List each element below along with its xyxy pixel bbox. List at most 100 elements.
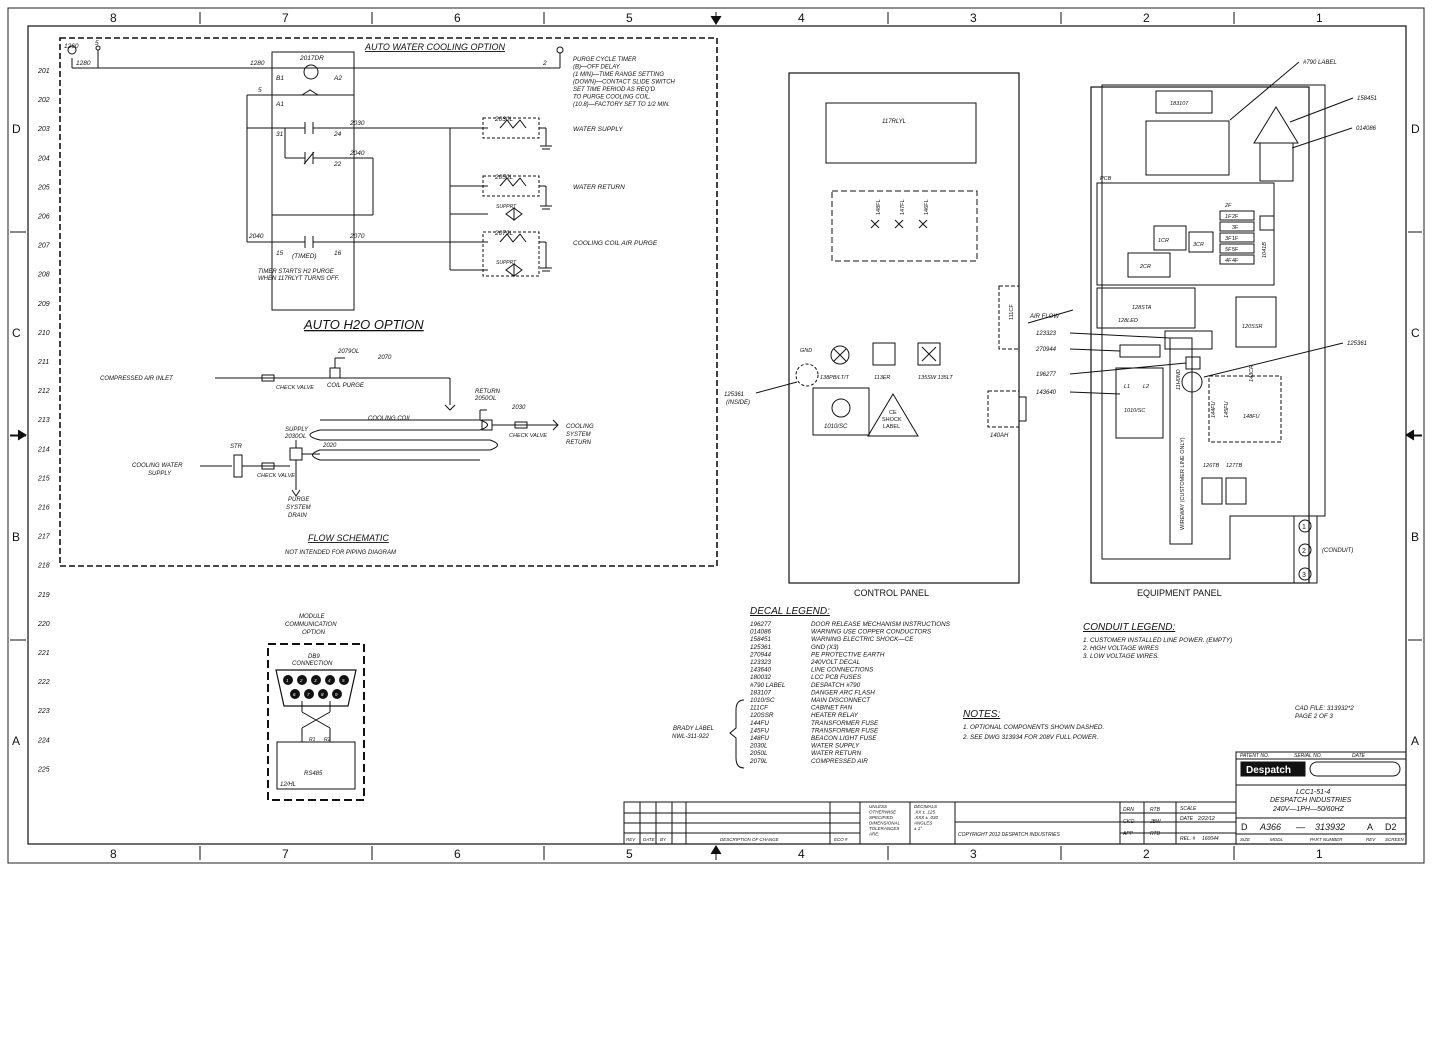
shock-triangle-icon [1253, 106, 1299, 144]
decal-description: WARNING ELECTRIC SHOCK—CE [811, 636, 914, 643]
pcb-fuse-label: 5F [1232, 247, 1239, 253]
wireway-label: WIREWAY (CUSTOMER LINE ONLY) [1180, 437, 1186, 530]
line-number: 218 [37, 563, 50, 570]
fuse-cross-icon [870, 219, 880, 229]
decal-description: WATER RETURN [811, 750, 862, 757]
cooling-water-2: SUPPLY [148, 471, 172, 477]
ssr-120 [1235, 296, 1277, 348]
size: D [1241, 822, 1248, 832]
model: LCC1-51-4 [1296, 789, 1330, 796]
line-number: 205 [37, 184, 50, 191]
lamp-135 [917, 342, 941, 366]
conduit-legend-title: CONDUIT LEGEND: [1083, 622, 1175, 633]
decal-description: HEATER RELAY [811, 712, 859, 719]
decal-description: TRANSFORMER FUSE [811, 727, 879, 734]
conduit-circle [1298, 567, 1312, 581]
equipment-callout: 158451 [1357, 96, 1377, 102]
decal-description: WATER SUPPLY [811, 743, 860, 750]
line-number: 202 [37, 97, 50, 104]
conduit-number: 2 [1302, 548, 1306, 555]
module-id: 12/HL [280, 782, 296, 788]
decal-description: GND (X3) [811, 644, 839, 651]
wire-r1: R1 [309, 737, 316, 743]
disconnect-knob [831, 398, 851, 418]
db9-pin-label: 2 [299, 678, 303, 683]
rs485-label: RS485 [304, 771, 323, 777]
disconnect-label: 1010/SC [824, 424, 848, 430]
callout-leader [1291, 127, 1353, 149]
relay-3cr [1188, 231, 1214, 253]
flow-piping [200, 357, 559, 497]
equipment-part-label: 1010/SC [1124, 408, 1145, 414]
panel-display [825, 102, 977, 164]
line-number: 224 [37, 737, 50, 744]
line-number: 211 [37, 359, 49, 366]
dash: — [1295, 822, 1306, 832]
check-valve-label-c: CHECK VALVE [257, 473, 295, 479]
module-title-2: COMMUNICATION [285, 622, 337, 628]
water-supply-label: WATER SUPPLY [573, 126, 623, 133]
fuse-label: 146FL [924, 199, 930, 215]
decal-part-number: 148FU [750, 735, 769, 742]
conduit-circle [1298, 543, 1312, 557]
db9-pin [283, 675, 293, 685]
tolerances: UNLESSOTHERWISESPECIFIEDDIMENSIONALTOLER… [868, 804, 901, 837]
equipment-part-label: 144FU [1211, 401, 1217, 418]
column-label-bottom: 2 [1143, 847, 1150, 861]
conduit-legend-item: 1. CUSTOMER INSTALLED LINE POWER. (EMPTY… [1083, 637, 1232, 644]
wire-1280-a: 1280 [76, 60, 91, 67]
row-label-right: C [1411, 326, 1420, 340]
callout-leader [1069, 348, 1121, 352]
line-number: 215 [37, 475, 50, 482]
wire-2040-b: 2040 [248, 233, 264, 240]
decal-part-number: 1010/SC [750, 697, 775, 704]
footer-label: PART NUMBER [1310, 837, 1343, 842]
lamp-138 [830, 345, 850, 365]
callout-leader [1069, 362, 1187, 375]
decal-legend-title: DECAL LEGEND: [750, 606, 830, 617]
db9-pin [325, 675, 335, 685]
sign-initials: RTB [1150, 807, 1161, 813]
airflow-arrow [1027, 309, 1074, 324]
side-fan [998, 285, 1020, 350]
line-number: 203 [37, 126, 50, 133]
line-number: 221 [37, 650, 50, 657]
pcb-fuse [1219, 210, 1255, 221]
decal-description: CABINET FAN [811, 705, 853, 712]
equipment-part-label: 127TB [1226, 463, 1243, 469]
purge-note-line: (1 MIN)—TIME RANGE SETTING [573, 72, 664, 78]
equipment-part-label: 128LED [1118, 318, 1138, 324]
db9-pin-label: 3 [314, 678, 317, 683]
note-item: 1. OPTIONAL COMPONENTS SHOWN DASHED. [963, 724, 1104, 731]
decal-part-number: #790 LABEL [750, 682, 786, 689]
wire-5: 5 [258, 87, 262, 94]
db9-shell [275, 669, 357, 707]
pcb-fuse-label: 4F [1232, 258, 1239, 264]
pin-16: 16 [334, 250, 342, 257]
equipment-part-label: 145FU [1224, 401, 1230, 418]
equipment-panel-label: EQUIPMENT PANEL [1137, 588, 1222, 598]
column-label-top: 7 [282, 11, 289, 25]
tolerance-line: OTHERWISE [869, 810, 897, 815]
db9-pin [304, 689, 314, 699]
db9-pin-label: 6 [293, 692, 296, 697]
decal-part-number: 144FU [750, 720, 769, 727]
db9-pin [297, 675, 307, 685]
relay-name: 2017DR [299, 55, 324, 62]
ce-warning-triangle-icon [867, 393, 919, 437]
module-option: MODULE COMMUNICATION OPTION DB9 CONNECTI… [267, 614, 365, 801]
supply-id: 2030OL [284, 434, 306, 440]
callout-leader [755, 381, 798, 394]
decal-part-number: 120SSR [750, 712, 774, 719]
column-label-bottom: 5 [626, 847, 633, 861]
revision-header: ECO # [834, 837, 848, 842]
pin-22: 22 [333, 161, 342, 168]
purge-drain-2: SYSTEM [286, 505, 311, 511]
cad-page: PAGE 2 OF 3 [1295, 713, 1333, 720]
equipment-callout: 143640 [1036, 390, 1057, 396]
suppressor-b: SUPPRT [496, 260, 517, 266]
auto-water-title: AUTO WATER COOLING OPTION [364, 42, 506, 52]
rs485-wiring [276, 701, 356, 790]
